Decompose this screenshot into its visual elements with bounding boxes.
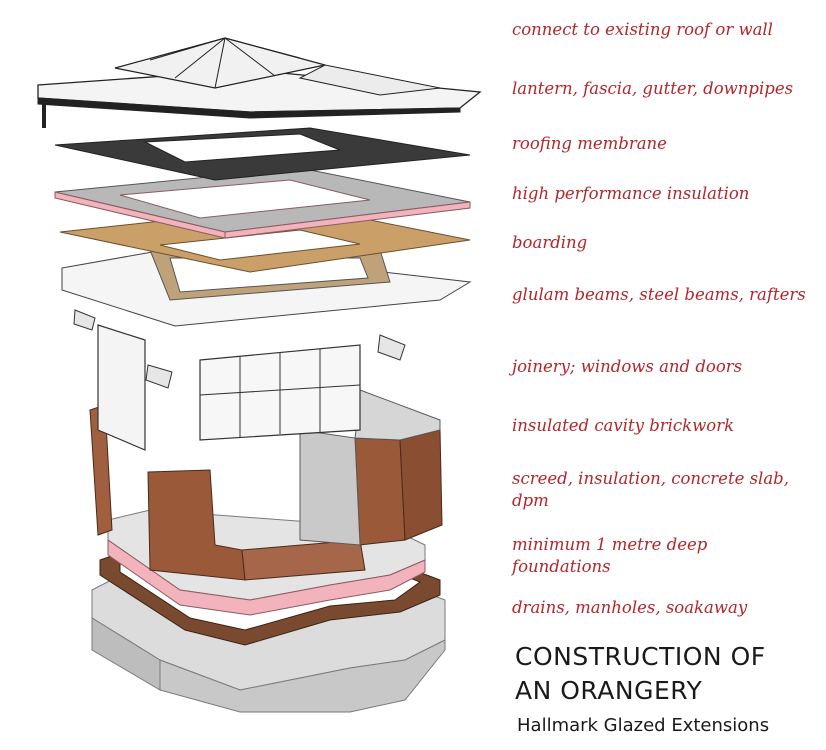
label-connect-roof: connect to existing roof or wall [512,20,773,39]
label-roofing-membrane: roofing membrane [512,134,667,153]
label-brickwork: insulated cavity brickwork [512,416,735,435]
label-insulation: high performance insulation [512,184,750,203]
joinery-layer [73,309,406,451]
label-drains: drains, manholes, soakaway [512,598,748,617]
brickwork-layer [89,389,443,581]
lantern-layer [114,37,441,96]
subtitle-company: Hallmark Glazed Extensions [517,715,770,736]
title-line-2: AN ORANGERY [515,676,703,705]
label-boarding: boarding [512,233,588,252]
label-screed-slab: screed, insulation, concrete slab, dpm [512,469,789,510]
insulation-layer [54,167,471,239]
title-line-1: CONSTRUCTION OF [515,642,766,671]
label-joinery: joinery; windows and doors [512,357,743,376]
membrane-layer [54,127,471,181]
label-lantern-fascia: lantern, fascia, gutter, downpipes [512,79,794,98]
label-beams-rafters: glulam beams, steel beams, rafters [512,285,806,304]
label-foundations: minimum 1 metre deep foundations [512,535,708,576]
